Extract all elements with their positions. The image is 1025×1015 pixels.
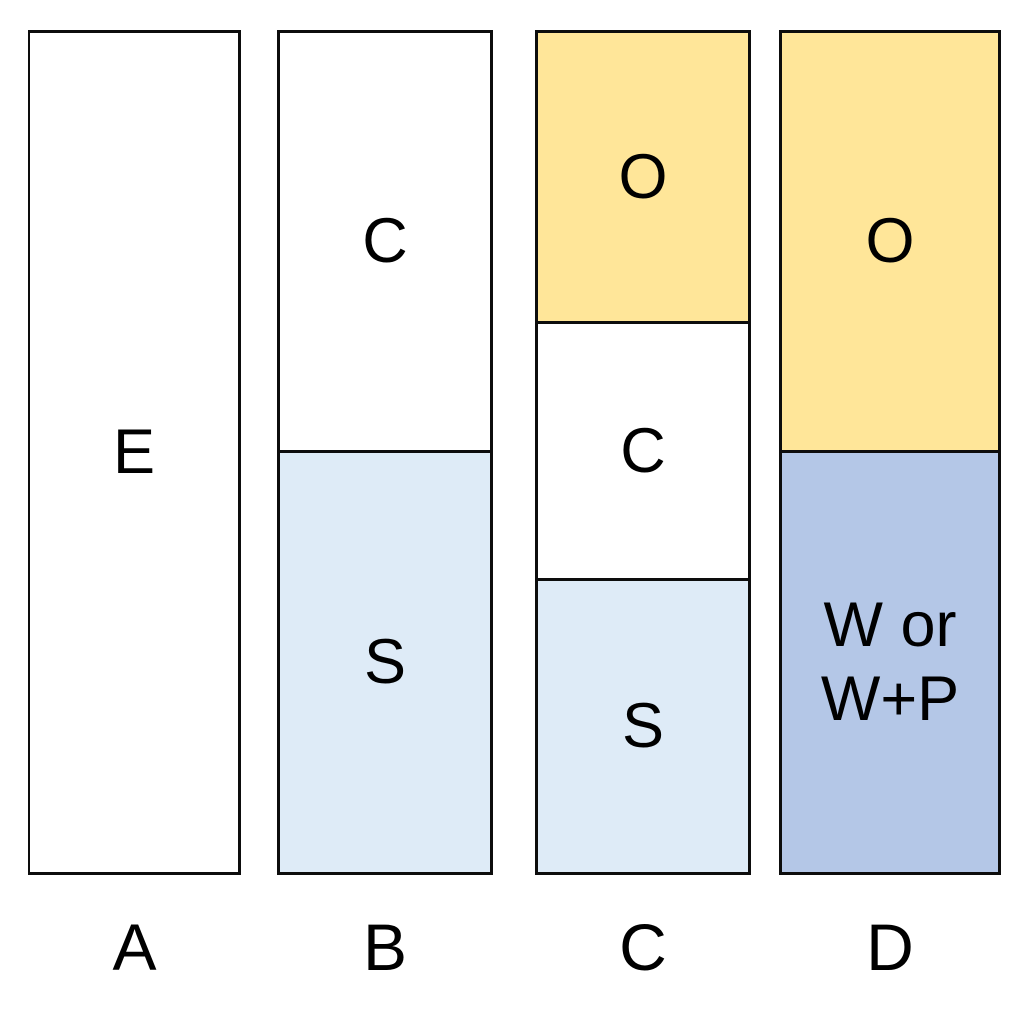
bar-segment-label: E <box>112 417 156 488</box>
bar-segment: C <box>538 324 748 581</box>
bar-D: O W or W+P <box>779 30 1001 875</box>
bar-C: O C S <box>535 30 751 875</box>
bar-segment-label: S <box>363 627 407 698</box>
bar-segment-label: O <box>865 206 915 277</box>
bar-segment: O <box>782 33 998 453</box>
bar-segment: S <box>280 452 490 872</box>
category-label-B: B <box>362 910 408 984</box>
bar-segment: S <box>538 580 748 872</box>
bar-B: C S <box>277 30 493 875</box>
category-label-D: D <box>866 910 914 984</box>
bar-segment-label: C <box>620 415 666 486</box>
bar-segment: O <box>538 33 748 325</box>
bar-segment-label: W or W+P <box>820 589 960 735</box>
bar-segment-label: S <box>621 691 665 762</box>
bar-segment: E <box>30 33 238 872</box>
category-label-A: A <box>112 910 157 984</box>
category-label-C: C <box>619 910 667 984</box>
bar-segment-label: O <box>618 141 668 212</box>
bar-A: E <box>28 30 241 875</box>
bar-segment-label: C <box>362 206 408 277</box>
bar-segment: W or W+P <box>782 452 998 872</box>
bar-segment: C <box>280 33 490 453</box>
